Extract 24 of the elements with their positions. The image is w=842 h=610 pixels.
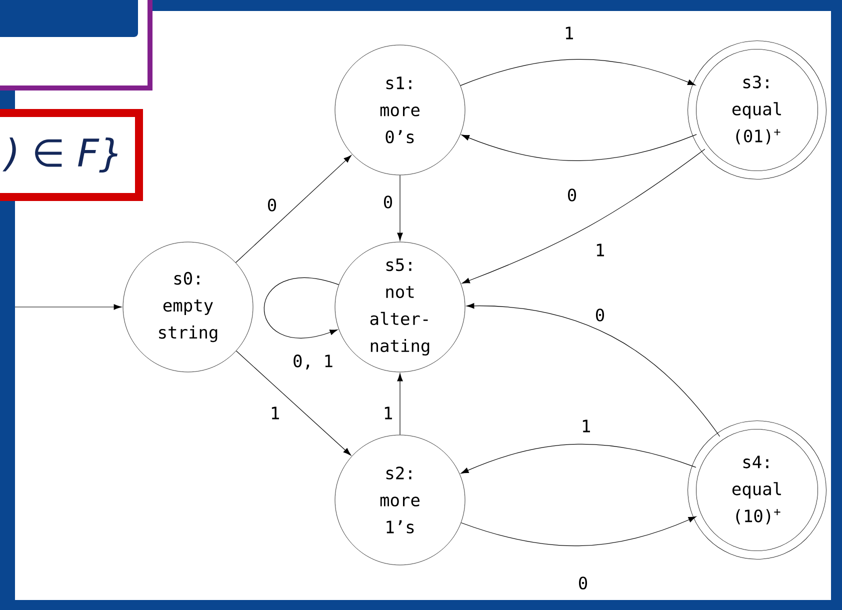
arrow	[14, 304, 122, 310]
arrow	[460, 444, 696, 474]
arrow	[462, 148, 706, 284]
edge-label: 1	[580, 418, 592, 434]
arrow	[461, 134, 697, 161]
edge-label: 1	[382, 406, 394, 420]
edge-label: 1	[268, 406, 282, 420]
edge-label: 0	[594, 308, 606, 322]
arrow	[460, 59, 696, 86]
edge-label: 0, 1	[292, 354, 334, 370]
arrow	[397, 174, 403, 241]
arrow	[235, 155, 352, 263]
edge-label: 0	[266, 198, 278, 212]
arrow	[460, 516, 696, 546]
edge-label: 0	[566, 188, 578, 202]
edge-label: 1	[594, 242, 606, 258]
edge-label: 0	[382, 194, 394, 210]
edge-label: 1	[562, 26, 576, 40]
arrow	[466, 303, 720, 437]
edge-label: 0	[576, 576, 590, 590]
arrow	[236, 350, 352, 456]
arrow	[397, 373, 403, 436]
arrow	[264, 278, 340, 338]
formula-box: ) ∈ F}	[0, 109, 143, 201]
